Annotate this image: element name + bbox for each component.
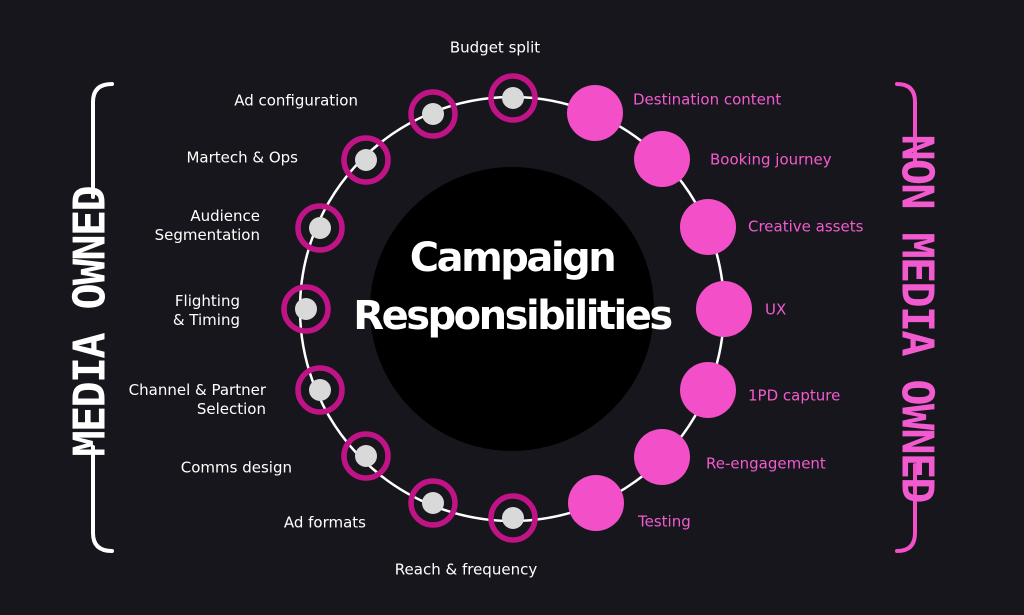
label-audience-segmentation: Audience Segmentation	[154, 207, 260, 244]
label-booking-journey: Booking journey	[710, 150, 832, 169]
media-node-ring-flighting-timing	[281, 284, 331, 334]
label-ad-formats: Ad formats	[283, 513, 366, 532]
label-creative-assets: Creative assets	[748, 217, 864, 236]
label-destination-content: Destination content	[633, 90, 782, 109]
center-title: Campaign Responsibilities	[353, 229, 673, 345]
non-media-node-creative-assets	[680, 199, 736, 255]
media-node-ring-channel-partner-selection	[295, 365, 345, 415]
non-media-owned-bracket-bottom	[895, 463, 917, 553]
media-node-dot-martech-ops	[355, 149, 377, 171]
label-channel-partner-selection: Channel & Partner Selection	[128, 381, 266, 418]
media-node-ring-ad-configuration	[408, 89, 458, 139]
media-node-dot-ad-formats	[422, 492, 444, 514]
media-node-dot-budget-split	[502, 87, 524, 109]
label-budget-split: Budget split	[449, 38, 541, 57]
media-node-ring-martech-ops	[341, 135, 391, 185]
media-node-ring-reach-frequency	[488, 493, 538, 543]
media-node-dot-channel-partner-selection	[309, 379, 331, 401]
non-media-node-ux	[696, 281, 752, 337]
media-node-dot-ad-configuration	[422, 103, 444, 125]
label-reach-frequency: Reach & frequency	[394, 560, 538, 579]
media-node-dot-reach-frequency	[502, 507, 524, 529]
center-title-line-1: Campaign	[409, 235, 617, 281]
media-node-ring-ad-formats	[408, 478, 458, 528]
non-media-owned-group-label: NON MEDIA OWNED	[891, 134, 943, 502]
label-comms-design: Comms design	[180, 458, 292, 477]
label-ad-configuration: Ad configuration	[234, 91, 358, 110]
media-node-dot-audience-segmentation	[309, 217, 331, 239]
media-node-dot-comms-design	[355, 445, 377, 467]
media-node-ring-comms-design	[341, 431, 391, 481]
label-1pd-capture: 1PD capture	[748, 386, 841, 405]
media-owned-group-label: MEDIA OWNED	[64, 187, 116, 457]
media-node-ring-budget-split	[488, 73, 538, 123]
label-testing: Testing	[638, 512, 691, 531]
center-disc	[370, 167, 654, 451]
non-media-node-re-engagement	[634, 429, 690, 485]
label-ux: UX	[765, 300, 787, 319]
label-flighting-timing: Flighting & Timing	[172, 292, 240, 329]
label-re-engagement: Re-engagement	[706, 454, 826, 473]
center-title-line-2: Responsibilities	[353, 293, 673, 339]
label-martech-ops: Martech & Ops	[186, 148, 298, 167]
media-node-ring-audience-segmentation	[295, 203, 345, 253]
media-owned-bracket-top	[91, 82, 114, 199]
non-media-node-1pd-capture	[680, 362, 736, 418]
media-owned-bracket-bottom	[91, 445, 114, 553]
non-media-node-testing	[568, 475, 624, 531]
non-media-owned-bracket-top	[895, 82, 917, 167]
non-media-node-destination-content	[567, 85, 623, 141]
non-media-node-booking-journey	[634, 131, 690, 187]
media-node-dot-flighting-timing	[295, 298, 317, 320]
